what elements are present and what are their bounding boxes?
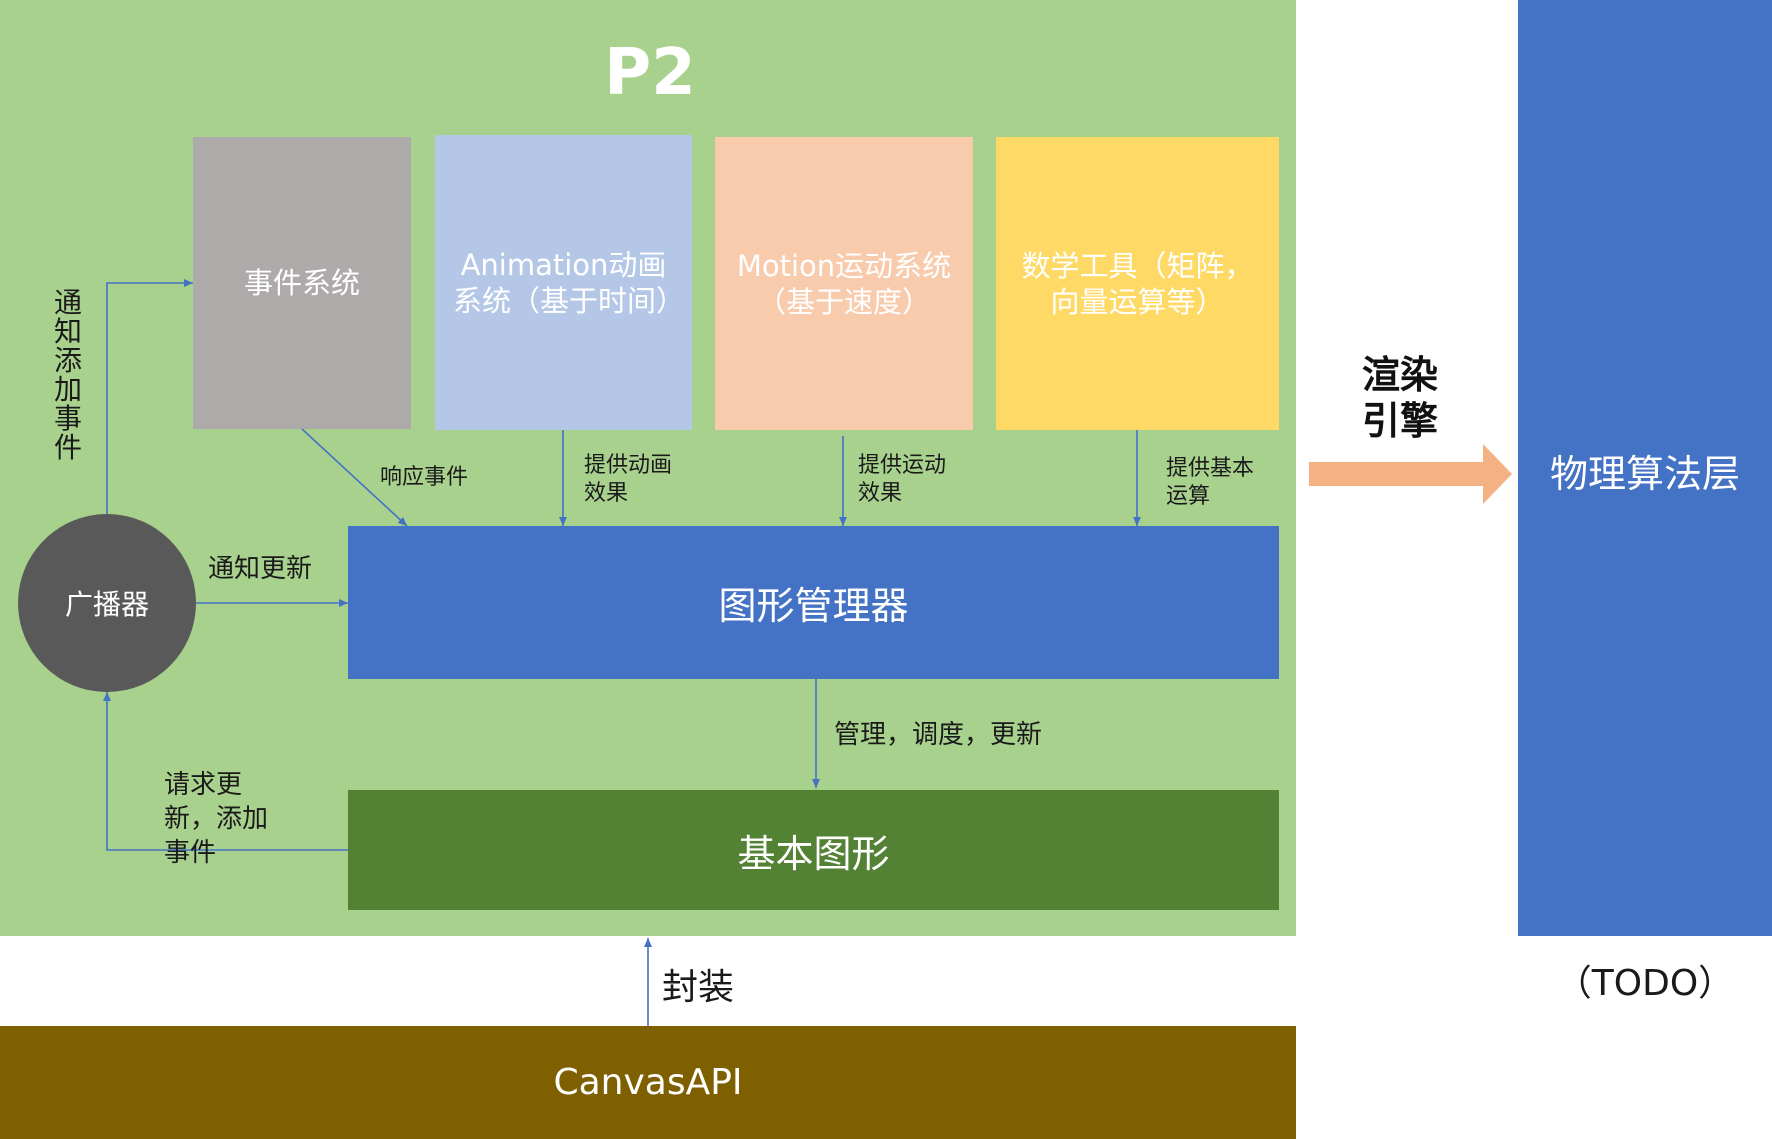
math-tools-box: 数学工具（矩阵，向量运算等） <box>996 137 1279 430</box>
connector-event-to-manager <box>301 428 408 527</box>
physics-layer-box <box>1518 0 1772 936</box>
todo-label: （TODO） <box>1555 963 1735 1004</box>
broadcaster-node: 广播器 <box>18 514 196 692</box>
label-wrap: 封装 <box>662 967 735 1008</box>
p2-title: P2 <box>604 36 696 110</box>
canvas-api-box: CanvasAPI <box>0 1026 1296 1139</box>
event-system-box: 事件系统 <box>193 137 411 429</box>
basic-shapes-box: 基本图形 <box>348 790 1279 910</box>
label-request-update: 请求更新，添加事件 <box>164 770 269 868</box>
graphics-manager-box: 图形管理器 <box>348 526 1279 679</box>
label-notify-update: 通知更新 <box>208 554 313 584</box>
label-provide-animation: 提供动画效果 <box>584 453 673 506</box>
label-notify-add-event: 通知添加事件 <box>53 286 82 464</box>
physics-layer-label: 物理算法层 <box>1549 451 1740 496</box>
animation-system-box: Animation动画系统（基于时间） <box>435 135 692 430</box>
render-engine-arrow <box>1309 444 1512 504</box>
connector-broadcaster-to-event <box>106 279 193 514</box>
render-engine-label: 渲染引擎 <box>1361 353 1438 443</box>
connector-shapes-to-broadcaster <box>103 692 348 851</box>
label-manage-schedule-update: 管理，调度，更新 <box>834 720 1043 750</box>
label-provide-basic-ops: 提供基本运算 <box>1166 456 1255 509</box>
motion-system-box: Motion运动系统（基于速度） <box>715 137 973 430</box>
label-respond-event: 响应事件 <box>380 465 469 490</box>
label-provide-motion: 提供运动效果 <box>858 453 947 506</box>
